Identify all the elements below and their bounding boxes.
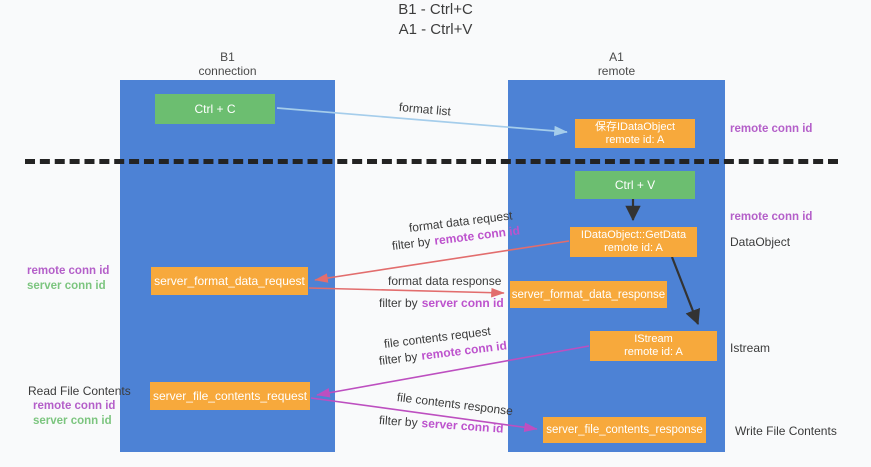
label-format-data-response: format data response [388, 274, 502, 288]
label-file-contents-response-filter-prefix: filter by [378, 413, 419, 430]
lane-left-sub: connection [198, 64, 257, 78]
node-istream-line1: IStream [634, 333, 673, 345]
diagram-title: B1 - Ctrl+C A1 - Ctrl+V [0, 0, 871, 40]
label-format-data-request-filter-prefix: filter by [391, 234, 432, 253]
node-getdata-line2: remote id: A [604, 242, 663, 254]
session-separator-dashed-line [25, 159, 838, 164]
node-ctrl-c: Ctrl + C [155, 94, 275, 124]
node-istream-line2: remote id: A [624, 346, 683, 358]
lane-left-name: B1 [220, 50, 235, 64]
node-getdata-line1: IDataObject::GetData [580, 229, 687, 241]
annotation-remote-conn-id-top: remote conn id [730, 123, 813, 135]
annotation-left-mid-server-conn-id: server conn id [27, 280, 106, 292]
node-server-format-data-request-label: server_format_data_request [154, 274, 305, 288]
node-ctrl-c-label: Ctrl + C [194, 102, 236, 116]
title-line-1: B1 - Ctrl+C [398, 1, 473, 18]
annotation-left-bottom-server-conn-id: server conn id [33, 415, 112, 427]
node-ctrl-v-label: Ctrl + V [614, 178, 656, 192]
node-server-format-data-request: server_format_data_request [151, 267, 308, 295]
arrow-format-data-response [308, 287, 505, 298]
annotation-left-bottom-remote-conn-id: remote conn id [33, 400, 116, 412]
lane-right-header: A1 remote [508, 50, 725, 78]
label-format-data-response-filter-value: server conn id [421, 296, 504, 310]
node-save-idataobject-line1: 保存IDataObject [594, 120, 676, 133]
node-save-idataobject-line2: remote id: A [605, 133, 665, 146]
node-server-file-contents-request-label: server_file_contents_request [152, 389, 308, 403]
label-file-contents-response: file contents response [396, 390, 514, 419]
node-server-format-data-response: server_format_data_response [510, 281, 667, 308]
node-server-file-contents-response: server_file_contents_response [543, 417, 706, 443]
node-idataobject-getdata: IDataObject::GetData remote id: A [570, 227, 697, 257]
lane-left-header: B1 connection [120, 50, 335, 78]
label-format-data-response-filter-prefix: filter by [379, 296, 418, 310]
label-file-contents-request-filter-prefix: filter by [378, 349, 419, 368]
node-save-idataobject: 保存IDataObject remote id: A [575, 119, 695, 148]
annotation-read-file-contents: Read File Contents [28, 384, 131, 398]
lane-right-name: A1 [609, 50, 624, 64]
node-istream: IStream remote id: A [590, 331, 717, 361]
label-format-list: format list [398, 100, 452, 119]
node-server-file-contents-response-label: server_file_contents_response [546, 424, 703, 436]
node-ctrl-v: Ctrl + V [575, 171, 695, 199]
annotation-dataobject: DataObject [730, 235, 791, 249]
node-server-file-contents-request: server_file_contents_request [150, 382, 310, 410]
node-server-format-data-response-label: server_format_data_response [511, 288, 666, 301]
annotation-remote-conn-id-mid: remote conn id [730, 211, 813, 223]
annotation-istream: Istream [730, 341, 771, 355]
annotation-left-mid-remote-conn-id: remote conn id [27, 265, 110, 277]
lane-right-sub: remote [597, 64, 636, 78]
title-line-2: A1 - Ctrl+V [398, 21, 473, 38]
annotation-write-file-contents: Write File Contents [735, 424, 837, 438]
label-file-contents-response-filter-value: server conn id [421, 415, 504, 436]
